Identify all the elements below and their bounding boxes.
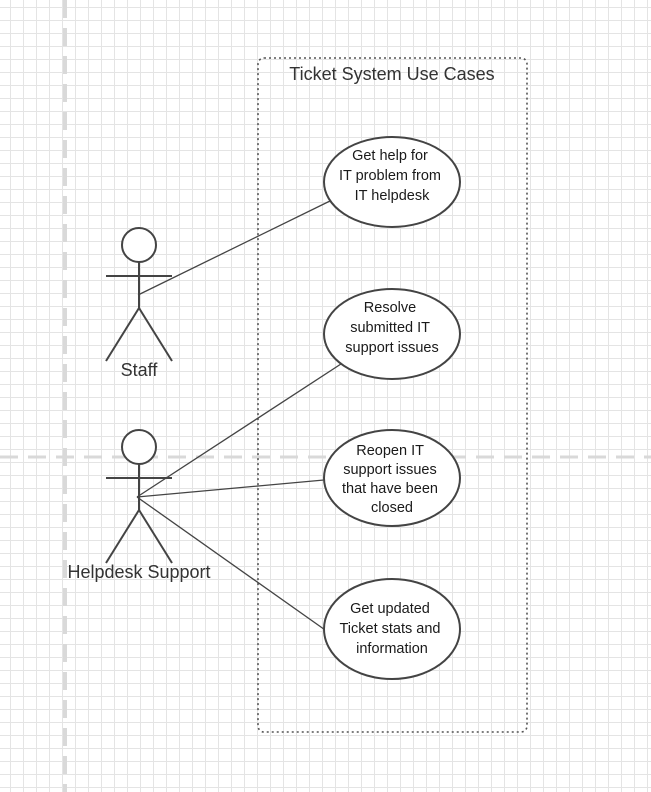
use-case-resolve[interactable]: Resolve submitted IT support issues <box>323 288 461 380</box>
use-case-reopen-line-3: that have been <box>342 481 438 497</box>
use-case-reopen[interactable]: Reopen IT support issues that have been … <box>323 429 461 527</box>
use-case-get-help-line-3: IT helpdesk <box>355 188 430 204</box>
actor-staff-right-leg <box>138 307 173 362</box>
actor-helpdesk-right-leg <box>138 509 173 564</box>
system-boundary-frame[interactable] <box>257 57 528 733</box>
use-case-resolve-ellipse[interactable] <box>323 288 461 380</box>
actor-helpdesk-support[interactable] <box>105 429 173 564</box>
use-case-get-help[interactable]: Get help for IT problem from IT helpdesk <box>323 136 461 228</box>
actor-staff-head <box>121 227 157 263</box>
use-case-get-help-ellipse[interactable] <box>323 136 461 228</box>
use-case-resolve-text: Resolve submitted IT support issues <box>345 300 439 356</box>
actor-helpdesk-left-leg <box>105 509 140 564</box>
actor-helpdesk-head <box>121 429 157 465</box>
use-case-get-updated-stats-text: Get updated Ticket stats and information <box>339 601 444 657</box>
system-boundary[interactable]: Ticket System Use Cases <box>257 57 528 733</box>
use-case-get-updated-stats-line-3: information <box>356 641 428 657</box>
use-case-resolve-line-2: submitted IT <box>350 320 430 336</box>
use-case-resolve-line-3: support issues <box>345 340 439 356</box>
actor-staff[interactable] <box>105 227 173 362</box>
use-case-reopen-ellipse[interactable] <box>323 429 461 527</box>
use-case-reopen-line-4: closed <box>371 500 413 516</box>
use-case-get-updated-stats-ellipse[interactable] <box>323 578 461 680</box>
association-helpdesk-uc4[interactable] <box>136 496 329 633</box>
actor-helpdesk-label: Helpdesk Support <box>67 562 210 582</box>
use-case-get-updated-stats-line-2: Ticket stats and <box>339 621 440 637</box>
use-case-get-updated-stats[interactable]: Get updated Ticket stats and information <box>323 578 461 680</box>
use-case-get-help-line-1: Get help for <box>352 148 428 164</box>
actor-staff-left-leg <box>105 307 140 362</box>
association-staff-uc1[interactable] <box>137 199 333 296</box>
associations <box>136 199 345 633</box>
use-case-reopen-text: Reopen IT support issues that have been … <box>342 443 442 516</box>
association-helpdesk-uc2[interactable] <box>136 361 345 498</box>
system-boundary-title: Ticket System Use Cases <box>289 64 494 84</box>
actor-staff-label: Staff <box>121 360 159 380</box>
use-case-reopen-line-2: support issues <box>343 462 437 478</box>
association-helpdesk-uc3[interactable] <box>136 479 325 498</box>
use-case-get-updated-stats-line-1: Get updated <box>350 601 430 617</box>
use-case-get-help-line-2: IT problem from <box>339 168 441 184</box>
use-case-resolve-line-1: Resolve <box>364 300 416 316</box>
use-case-get-help-text: Get help for IT problem from IT helpdesk <box>339 148 445 204</box>
use-case-reopen-line-1: Reopen IT <box>356 443 424 459</box>
